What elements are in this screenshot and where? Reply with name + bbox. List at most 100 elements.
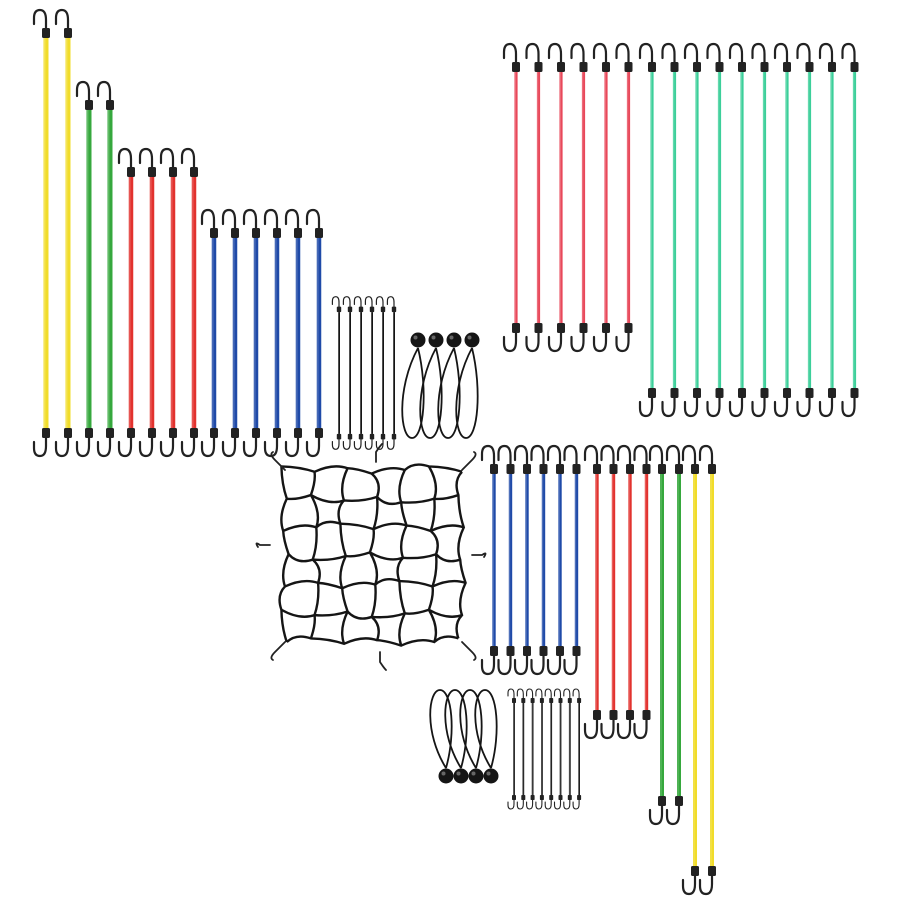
elastic-loop (429, 689, 453, 769)
ball (464, 332, 480, 348)
hook-top (502, 42, 518, 66)
hook-bottom (572, 798, 580, 810)
hook-bottom (530, 652, 545, 676)
crimp-bottom (231, 428, 239, 438)
hook-bottom (616, 716, 632, 740)
crimp-top (642, 464, 651, 474)
bungee-cord (681, 444, 699, 896)
crimp-bottom (42, 428, 50, 438)
crimp-top (539, 698, 544, 703)
hook-bottom (342, 437, 351, 450)
hook-bottom (796, 394, 811, 418)
elastic-loop (474, 689, 498, 769)
crimp-top (626, 464, 634, 474)
hook-top (535, 688, 543, 700)
ball (453, 768, 469, 784)
net-hook (461, 451, 477, 471)
crimp-bottom (760, 388, 769, 398)
hook-bottom (583, 716, 599, 740)
crimp-bottom (556, 646, 564, 656)
net-hook (379, 651, 387, 671)
bungee-cord (54, 8, 72, 458)
bungee-cord (138, 147, 156, 458)
elastic-loop (455, 347, 479, 439)
net-strand-vertical (337, 467, 349, 645)
crimp-top (512, 698, 516, 703)
ball-bungee (459, 689, 484, 784)
bungee-cord (375, 296, 386, 450)
crimp-top (602, 62, 610, 72)
crimp-top (579, 62, 588, 72)
crimp-bottom (691, 866, 699, 876)
bungee-cord (547, 42, 565, 353)
hook-bottom (159, 434, 175, 458)
cords-left-yellow (32, 8, 72, 458)
crimp-top (336, 306, 342, 313)
bungee-cord (592, 42, 610, 353)
bungee-cord (284, 208, 302, 458)
hook-top (544, 688, 552, 700)
hook-top (117, 147, 133, 171)
crimp-top (805, 62, 814, 72)
hook-bottom (818, 394, 834, 418)
crimp-bottom (593, 710, 601, 720)
hook-bottom (75, 434, 91, 458)
hook-bottom (353, 437, 362, 450)
bungee-cord (159, 147, 177, 458)
hook-bottom (305, 434, 321, 458)
crimp-top (693, 62, 701, 72)
ball-bungee (455, 332, 480, 439)
hook-bottom (32, 434, 48, 458)
net-hook (255, 542, 271, 548)
crimp-top (708, 464, 716, 474)
hook-bottom (698, 872, 714, 896)
elastic-loop (459, 689, 483, 769)
crimp-bottom (85, 428, 93, 438)
crimp-bottom (715, 388, 724, 398)
hook-top (638, 42, 654, 66)
cords-top-pink (502, 42, 633, 353)
bungee-cord (513, 444, 531, 676)
net-strand-vertical (455, 470, 467, 639)
bungee-cord (386, 296, 397, 450)
bungee-cord (683, 42, 701, 418)
hook-top (480, 444, 496, 468)
crimp-top (648, 62, 656, 72)
hook-top (32, 8, 48, 32)
elastic-loop (444, 689, 468, 769)
bungee-cord (364, 296, 375, 450)
hook-top (681, 444, 697, 468)
crimp-top (593, 464, 601, 474)
hook-bottom (544, 798, 552, 810)
bungee-cord (600, 444, 618, 740)
hook-bottom (117, 434, 133, 458)
hook-top (159, 147, 175, 171)
crimp-top (670, 62, 679, 72)
hook-bottom (592, 329, 608, 353)
hook-top (305, 208, 321, 232)
crimp-top (624, 62, 633, 72)
hook-bottom (553, 798, 562, 810)
cargo-net (255, 443, 487, 671)
net-hook (375, 443, 383, 463)
bungee-cord (353, 296, 364, 450)
bungee-cord (665, 444, 683, 826)
bungee-cord (796, 42, 814, 418)
crimp-top (577, 698, 582, 703)
hook-bottom (600, 716, 615, 740)
crimp-top (294, 228, 302, 238)
hook-bottom (138, 434, 154, 458)
bungee-cord (480, 444, 498, 676)
hook-bottom (773, 394, 789, 418)
ball-bungee (474, 689, 499, 784)
crimp-bottom (506, 646, 515, 656)
crimp-bottom (380, 433, 386, 440)
crimp-bottom (169, 428, 177, 438)
crimp-top (490, 464, 498, 474)
bungee-cord (570, 42, 588, 353)
ball-loops-upper (401, 332, 480, 439)
crimp-top (558, 698, 563, 703)
crimp-top (169, 167, 177, 177)
bungee-cord (553, 688, 563, 810)
crimp-top (738, 62, 746, 72)
